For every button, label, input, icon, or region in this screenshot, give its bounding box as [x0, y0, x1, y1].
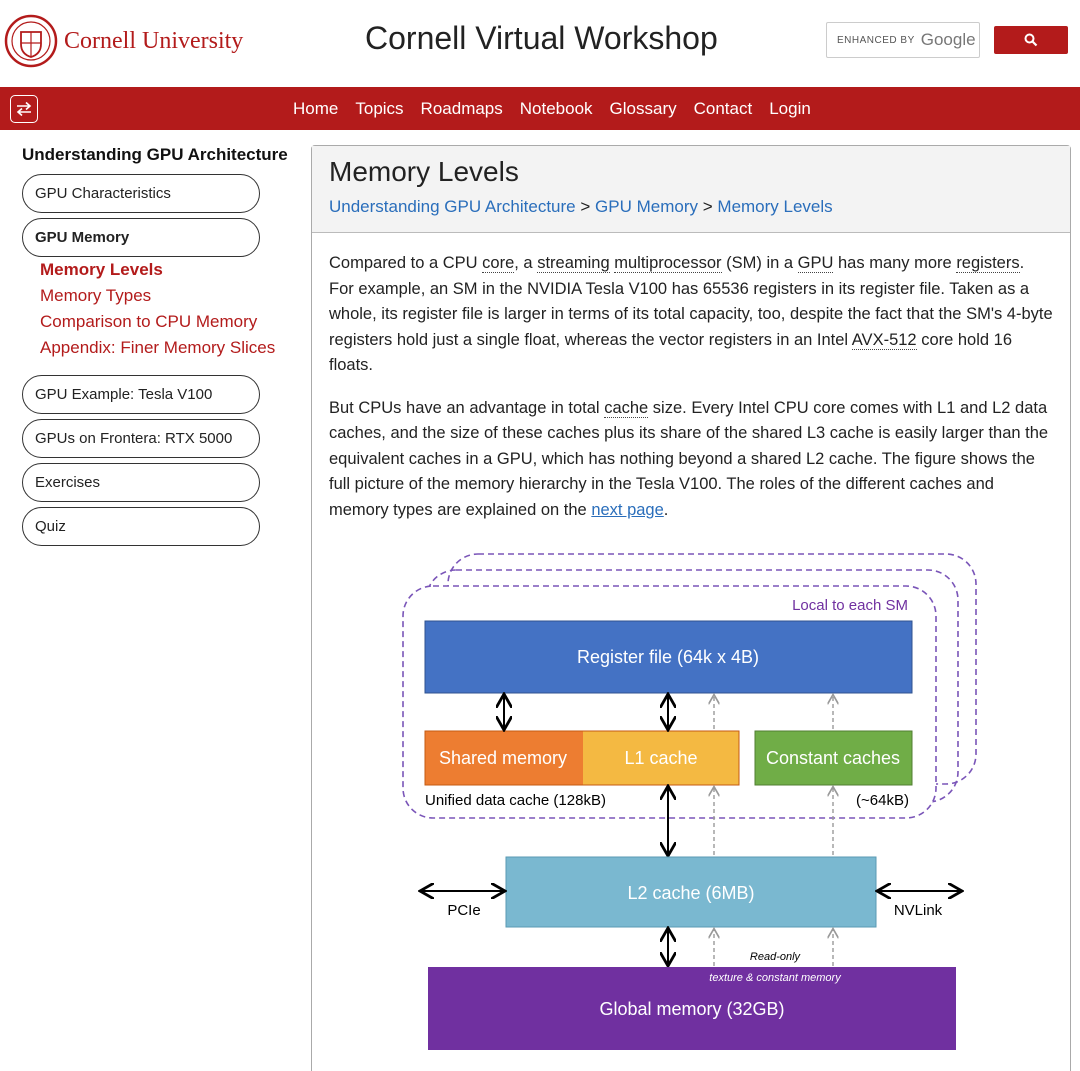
breadcrumb-link-architecture[interactable]: Understanding GPU Architecture — [329, 197, 576, 216]
local-to-sm-label: Local to each SM — [792, 597, 908, 614]
l1-cache-block — [583, 731, 739, 785]
constant-caches-block — [754, 730, 913, 786]
l1-cache-label: L1 cache — [624, 748, 697, 768]
glossary-term-gpu[interactable]: GPU — [797, 254, 834, 273]
breadcrumb-link-gpu-memory[interactable]: GPU Memory — [595, 197, 698, 216]
glossary-term-avx512[interactable]: AVX-512 — [851, 330, 917, 350]
constant-caches-label: Constant caches — [766, 748, 900, 768]
global-memory-block — [428, 967, 956, 1050]
swap-arrows-icon — [16, 101, 32, 117]
content-header: Memory Levels Understanding GPU Architec… — [312, 146, 1070, 233]
sidebar-subitems: Memory Levels Memory Types Comparison to… — [22, 257, 292, 361]
breadcrumb-separator: > — [702, 197, 713, 216]
nav-links: Home Topics Roadmaps Notebook Glossary C… — [293, 87, 828, 130]
nvlink-label: NVLink — [894, 902, 943, 919]
shared-memory-block — [425, 731, 583, 785]
nav-contact-link[interactable]: Contact — [693, 98, 753, 118]
breadcrumb: Understanding GPU Architecture > GPU Mem… — [329, 197, 1053, 217]
content-panel: Memory Levels Understanding GPU Architec… — [311, 145, 1071, 1071]
search-icon — [1024, 33, 1038, 47]
search-input[interactable]: ENHANCED BY Google — [826, 22, 980, 58]
p1-text-f: core hold 16 floats. — [329, 330, 1013, 375]
p1-text-e: . For example, an SM in the NVIDIA Tesla… — [329, 254, 1053, 349]
paragraph-1: Compared to a CPU core, a streaming mult… — [329, 251, 1053, 379]
sidebar-item-quiz[interactable]: Quiz — [22, 507, 260, 546]
p1-text-c: (SM) in a — [721, 254, 798, 272]
university-logo-text[interactable]: Cornell University — [64, 28, 244, 54]
glossary-term-cache[interactable]: cache — [604, 398, 649, 418]
p1-text-a: Compared to a CPU — [329, 254, 483, 272]
cornell-seal-icon[interactable] — [4, 14, 58, 68]
shared-memory-label: Shared memory — [439, 748, 567, 768]
texture-constant-label-overlay: texture & constant memory — [709, 972, 842, 984]
p2-text-b: size. Every Intel CPU core comes with L1… — [329, 398, 1049, 519]
next-page-link[interactable]: next page — [591, 500, 664, 519]
search-enhanced-label: ENHANCED BY — [837, 34, 915, 46]
unified-cache-label: Unified data cache (128kB) — [425, 792, 606, 809]
nav-glossary-link[interactable]: Glossary — [609, 98, 677, 118]
sidebar-subitem-appendix[interactable]: Appendix: Finer Memory Slices — [40, 338, 276, 357]
paragraph-2: But CPUs have an advantage in total cach… — [329, 396, 1053, 524]
register-file-label: Register file (64k x 4B) — [577, 647, 759, 667]
nav-login-link[interactable]: Login — [769, 98, 811, 118]
sidebar-item-frontera[interactable]: GPUs on Frontera: RTX 5000 — [22, 419, 260, 458]
sidebar: Understanding GPU Architecture GPU Chara… — [22, 145, 292, 551]
glossary-term-registers[interactable]: registers — [956, 254, 1020, 273]
nav-topics-link[interactable]: Topics — [355, 98, 404, 118]
page-title: Memory Levels — [329, 156, 519, 187]
content-body: Compared to a CPU core, a streaming mult… — [312, 233, 1070, 523]
register-file-block — [424, 620, 913, 694]
l2-cache-block — [505, 856, 877, 928]
sidebar-toggle-button[interactable] — [10, 95, 38, 123]
p1-text-b: , a — [514, 254, 538, 272]
l2-cache-label: L2 cache (6MB) — [627, 883, 754, 903]
glossary-term-streaming[interactable]: streaming — [537, 254, 610, 273]
nav-home-link[interactable]: Home — [293, 98, 339, 118]
read-only-label: Read-only — [750, 951, 802, 963]
p1-text-d: has many more — [833, 254, 957, 272]
sidebar-item-tesla-v100[interactable]: GPU Example: Tesla V100 — [22, 375, 260, 414]
memory-hierarchy-figure: Local to each SM Register file (64k x 4B… — [400, 548, 990, 1058]
nav-notebook-link[interactable]: Notebook — [519, 98, 593, 118]
memory-hierarchy-svg: Local to each SM Register file (64k x 4B… — [402, 553, 977, 1050]
search-button[interactable] — [994, 26, 1068, 54]
sidebar-item-exercises[interactable]: Exercises — [22, 463, 260, 502]
glossary-term-multiprocessor[interactable]: multiprocessor — [614, 254, 722, 273]
sidebar-subitem-memory-types[interactable]: Memory Types — [40, 286, 152, 305]
sidebar-item-gpu-memory[interactable]: GPU Memory — [22, 218, 260, 257]
sidebar-subitem-memory-levels[interactable]: Memory Levels — [40, 260, 163, 279]
p2-text-a: But CPUs have an advantage in total — [329, 398, 605, 417]
p2-text-c: . — [663, 500, 669, 519]
unified-cache-outline — [424, 730, 740, 786]
constant-size-label: (~64kB) — [856, 792, 909, 809]
nav-roadmaps-link[interactable]: Roadmaps — [420, 98, 503, 118]
sidebar-item-gpu-characteristics[interactable]: GPU Characteristics — [22, 174, 260, 213]
sidebar-subitem-comparison[interactable]: Comparison to CPU Memory — [40, 312, 258, 331]
site-header: Cornell University Cornell Virtual Works… — [0, 0, 1080, 87]
pcie-label: PCIe — [447, 902, 480, 919]
glossary-term-core[interactable]: core — [482, 254, 515, 273]
search-provider-label: Google — [920, 30, 976, 49]
breadcrumb-separator: > — [580, 197, 591, 216]
global-memory-label: Global memory (32GB) — [599, 999, 784, 1019]
sidebar-title[interactable]: Understanding GPU Architecture — [22, 145, 288, 164]
site-title[interactable]: Cornell Virtual Workshop — [365, 20, 718, 56]
main-navbar: Home Topics Roadmaps Notebook Glossary C… — [0, 87, 1080, 130]
breadcrumb-link-memory-levels[interactable]: Memory Levels — [717, 197, 833, 216]
